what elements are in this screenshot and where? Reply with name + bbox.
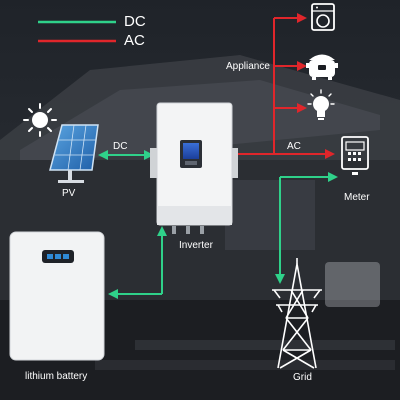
inverter-icon [150,102,238,234]
grid-label: Grid [293,372,312,383]
solar-panel-icon [49,124,99,183]
legend [38,20,116,43]
inverter-label: Inverter [179,240,213,251]
legend-ac-label: AC [124,32,145,49]
dc-line-inverter-battery [108,226,167,299]
transmission-tower-icon [272,258,322,369]
appliance-label: Appliance [226,61,270,72]
meter-icon [341,136,369,175]
sun-icon [23,103,57,137]
battery-icon [9,231,105,361]
ac-lines [238,13,335,159]
pv-label: PV [62,188,76,199]
light-bulb-icon [307,89,335,120]
dc-line-meter-grid [275,172,338,284]
dc-flow-label: DC [113,141,128,152]
rice-cooker-icon [306,54,338,80]
meter-label: Meter [344,192,370,203]
ac-flow-label: AC [287,141,301,152]
legend-dc-label: DC [124,13,146,30]
washing-machine-icon [311,3,335,31]
battery-label: lithium battery [25,371,88,382]
